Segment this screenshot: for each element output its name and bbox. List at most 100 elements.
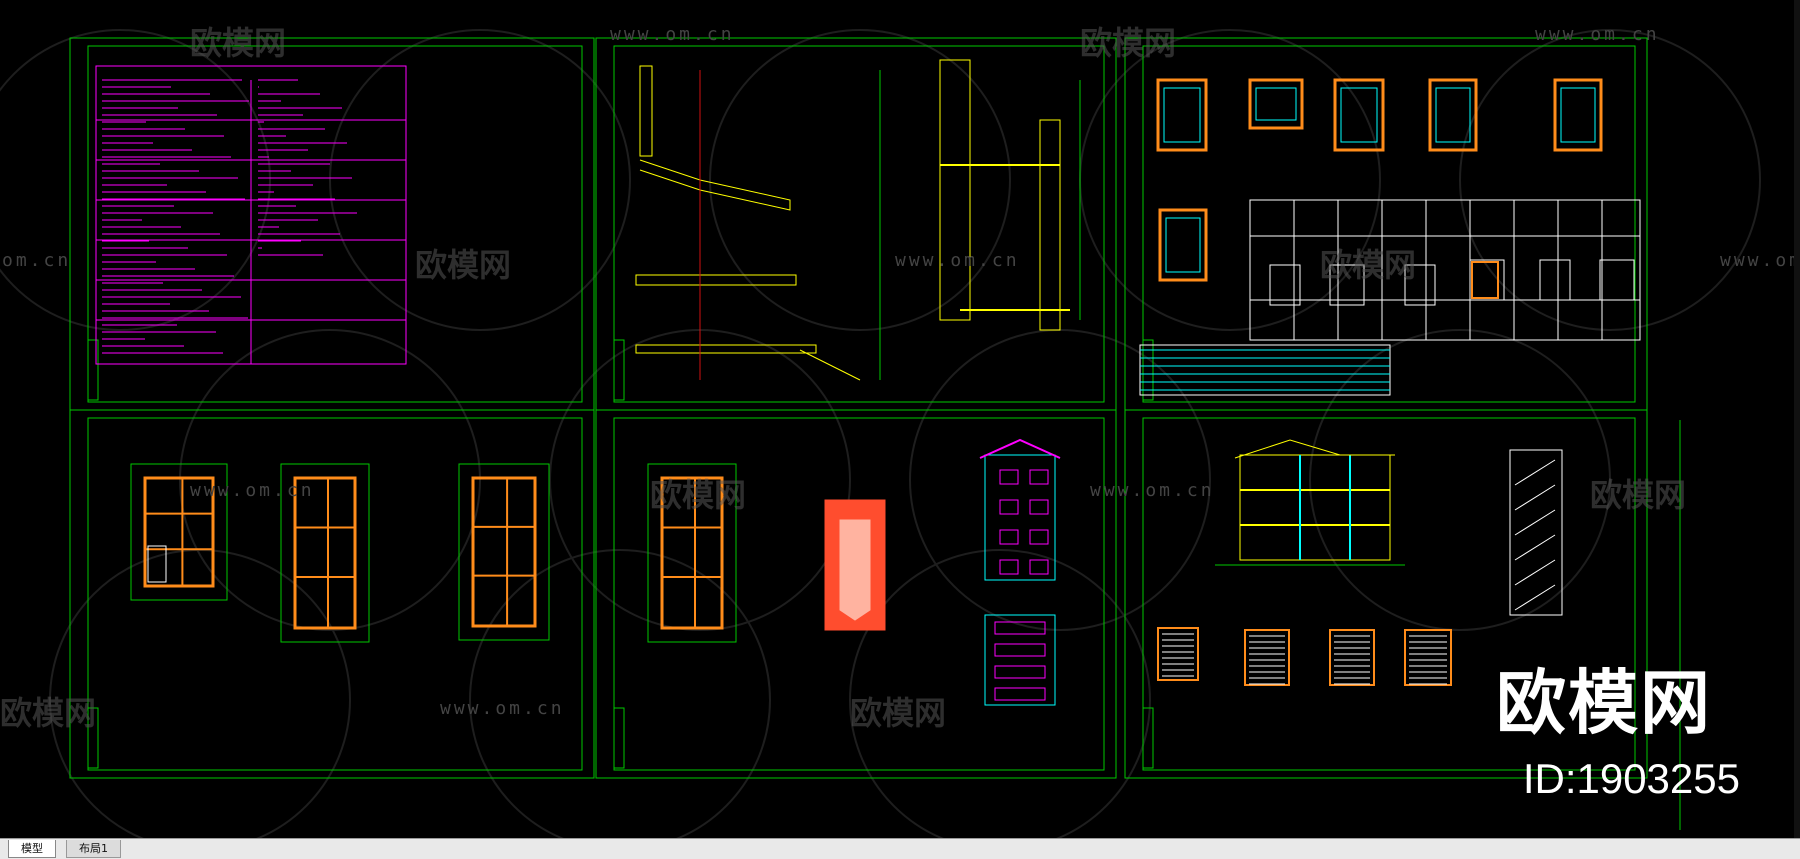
stair-steps (799, 349, 861, 381)
sheet-frame-section-and-stair-details (1124, 409, 1648, 779)
title-block (613, 707, 625, 769)
window-elevation (1269, 264, 1301, 306)
stair-plan (1244, 629, 1290, 686)
first-floor-plan (293, 476, 357, 630)
tab-model[interactable]: 模型 (8, 840, 56, 858)
sheet-inner-border (1142, 45, 1636, 403)
sheet-inner-border (613, 417, 1105, 771)
bathroom-fixture (1340, 87, 1378, 143)
sheet-frame-bathroom-details-and-window-schedule (1124, 37, 1648, 411)
sheet-frame-wall-sections (595, 37, 1117, 411)
watermark-brand: 欧模网 (190, 24, 287, 62)
elevation-window (994, 665, 1046, 679)
watermark-brand: 欧模网 (1320, 246, 1417, 284)
window-elevation-accent (1471, 261, 1499, 299)
watermark-circle (709, 29, 1011, 331)
sheet-inner-border (87, 45, 583, 403)
watermark-brand: 欧模网 (650, 476, 747, 514)
car-symbol (147, 545, 167, 583)
watermark-url: www.om.cn (1090, 480, 1215, 501)
watermark-url: www.om.cn (1720, 250, 1800, 271)
watermark-circle (329, 29, 631, 331)
watermark-circle (469, 549, 771, 838)
bathroom-plan (1156, 78, 1208, 152)
stair-flight (1514, 559, 1556, 586)
section-wall (639, 65, 653, 157)
watermark-brand: 欧模网 (1590, 476, 1687, 514)
window-elevation (1599, 259, 1635, 301)
plan-dimension-frame (280, 463, 370, 643)
section-roof (1234, 439, 1395, 459)
cad-drawing (0, 29, 1761, 838)
stair-section (1509, 449, 1563, 616)
bathroom-fixture (1163, 87, 1201, 143)
sheet-inner-border (87, 417, 583, 771)
elevation-window (1029, 529, 1049, 545)
stair-plan (1157, 627, 1199, 681)
stair-flight (1514, 584, 1556, 611)
bathroom-plan (1428, 78, 1478, 152)
layout-tab-bar: 模型 布局1 (0, 838, 1800, 859)
bathroom-fixture (1560, 87, 1596, 143)
ground-slab (635, 344, 817, 354)
elevation-window (999, 469, 1019, 485)
stair-flight (1514, 534, 1556, 561)
watermark-brand: 欧模网 (415, 246, 512, 284)
bathroom-plan (1333, 78, 1385, 152)
window-elevation (1539, 259, 1571, 301)
sheet-inner-border (613, 45, 1105, 403)
elevation-window (999, 529, 1019, 545)
watermark-url: www.om.cn (1535, 24, 1660, 45)
watermark-circle (1309, 329, 1611, 631)
watermark-url: www.om.cn (440, 698, 565, 719)
title-block (87, 339, 99, 401)
section-wall-3 (1039, 119, 1061, 331)
watermark-url: om.cn (2, 250, 72, 271)
plan-dimension-frame (458, 463, 550, 641)
section-wall-2 (939, 59, 971, 321)
title-block (1142, 339, 1154, 401)
bathroom-plan (1248, 78, 1304, 130)
front-elevation (984, 454, 1056, 581)
sheet-frame-floor-plans-1 (69, 409, 595, 779)
plan-dimension-frame (647, 463, 737, 643)
roof-slab (639, 159, 791, 211)
watermark-circle (1459, 29, 1761, 331)
elevation-window (1029, 469, 1049, 485)
third-floor-plan (660, 476, 724, 630)
watermark-circle (849, 549, 1151, 838)
floor-slab (635, 274, 797, 286)
watermark-brand: 欧模网 (1080, 24, 1177, 62)
bathroom-plan (1158, 208, 1208, 282)
tab-layout1[interactable]: 布局1 (66, 840, 121, 858)
sheet-inner-border (1142, 417, 1636, 771)
watermark-id: ID:1903255 (1522, 755, 1740, 802)
stair-plan (1404, 629, 1452, 686)
watermark-circle (179, 329, 481, 631)
sheet-frame-floor-plans-roof-and-elevations (595, 409, 1117, 779)
window-elevation (1329, 264, 1365, 306)
second-floor-plan (471, 476, 537, 628)
watermark-brand: 欧模网 (850, 694, 947, 732)
elevation-window (994, 687, 1046, 701)
watermark-circle (0, 29, 271, 331)
elevation-window (999, 499, 1019, 515)
elevation-window (1029, 499, 1049, 515)
watermark-logo-text: 欧模网 (1496, 662, 1712, 744)
roof-ridge (839, 519, 871, 621)
building-section (1239, 454, 1391, 561)
bathroom-plan (1553, 78, 1603, 152)
elevation-roof (979, 438, 1061, 459)
door-window-table (1139, 344, 1391, 396)
ground-floor-plan (143, 476, 215, 588)
stair-flight (1514, 459, 1556, 486)
elevation-window (994, 621, 1046, 635)
plan-dimension-frame (130, 463, 228, 601)
cad-model-space[interactable]: 欧模网 www.om.cn 欧模网 www.om.cn om.cn 欧模网 ww… (0, 0, 1800, 838)
window-schedule (1249, 199, 1641, 341)
title-block (1142, 707, 1154, 769)
bathroom-fixture (1165, 217, 1201, 273)
stair-flight (1514, 509, 1556, 536)
elevation-window (1029, 559, 1049, 575)
elevation-window (994, 643, 1046, 657)
